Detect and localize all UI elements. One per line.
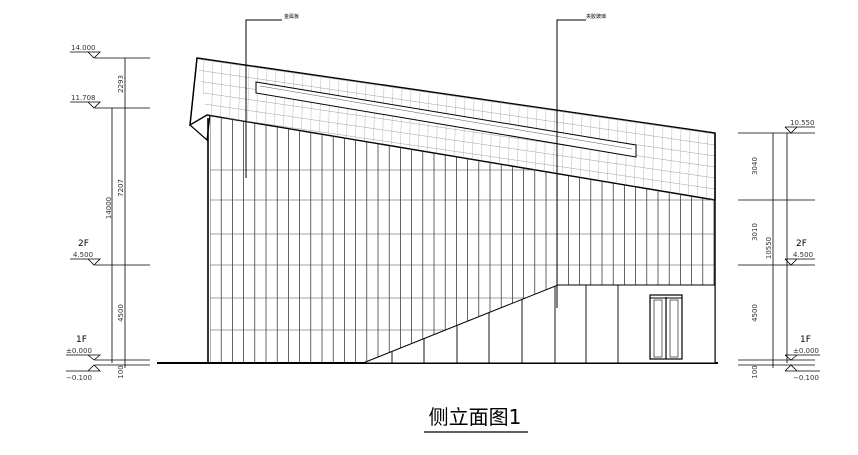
left-dimension-chain (95, 57, 150, 368)
right-level-bottom: −0.100 (793, 374, 819, 382)
left-dim-100: 100 (117, 365, 125, 378)
callout-laminated-glass: 夹胶玻璃 (556, 13, 606, 308)
left-level-1f-name: 1F (76, 335, 87, 345)
left-dim-2293: 2293 (117, 75, 125, 93)
callout-metal-panel: 金属板 (245, 13, 299, 178)
right-dim-total: 10550 (765, 237, 773, 259)
right-dim-100: 100 (751, 365, 759, 378)
left-level-2f: 4.500 (73, 251, 93, 259)
callout-metal-panel-label: 金属板 (284, 13, 299, 20)
left-level-bottom: −0.100 (66, 374, 92, 382)
right-dim-3010: 3010 (751, 223, 759, 241)
right-level-top: 10.550 (790, 119, 815, 127)
left-level-top: 14.000 (71, 44, 96, 52)
left-dim-7207: 7207 (117, 179, 125, 197)
glazed-mullions (391, 285, 619, 363)
right-dim-3040: 3040 (751, 157, 759, 175)
left-dim-total: 14000 (105, 197, 113, 219)
drawing-title: 侧立面图1 (429, 405, 522, 429)
glazed-ramp (362, 284, 716, 364)
right-level-1f: ±0.000 (793, 347, 819, 355)
left-level-2f-name: 2F (78, 239, 89, 249)
left-level-1f: ±0.000 (66, 347, 92, 355)
left-dim-4500: 4500 (117, 304, 125, 322)
skylight-strip (255, 81, 637, 158)
right-level-markers (784, 126, 820, 372)
left-level-upper: 11.708 (71, 94, 96, 102)
right-level-2f: 4.500 (793, 251, 813, 259)
right-dimension-chain (738, 132, 815, 368)
skylight-inner-line (259, 85, 633, 150)
right-level-1f-name: 1F (800, 335, 811, 345)
right-level-2f-name: 2F (796, 239, 807, 249)
left-level-markers (66, 51, 102, 372)
right-dim-4500: 4500 (751, 304, 759, 322)
callout-laminated-glass-label: 夹胶玻璃 (586, 13, 606, 20)
entry-door (649, 294, 683, 360)
